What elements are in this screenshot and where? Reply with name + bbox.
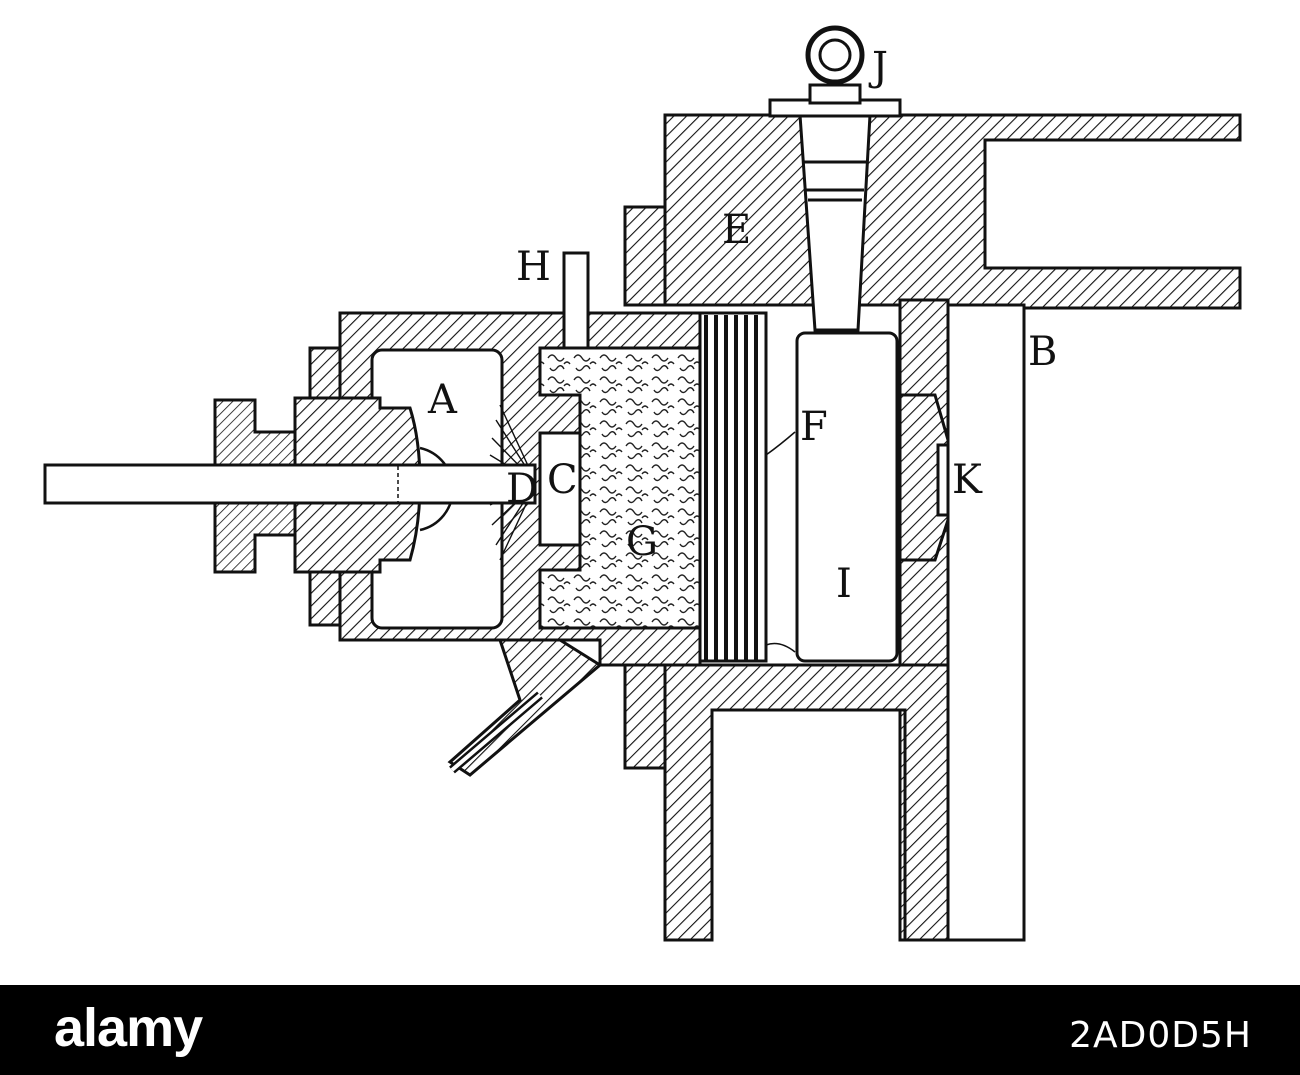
drain-pipe: [447, 638, 603, 777]
label-b: B: [1028, 329, 1057, 375]
label-j: J: [868, 44, 888, 90]
side-piece-k: [898, 393, 950, 562]
label-k: K: [952, 457, 983, 503]
rod: [43, 463, 537, 505]
label-e: E: [722, 207, 751, 253]
label-i: I: [836, 561, 852, 607]
eye-bolt: [768, 25, 902, 332]
label-d: D: [506, 466, 538, 512]
piston-c: [538, 431, 582, 547]
plates: [698, 311, 768, 663]
image-id: 2AD0D5H: [1069, 1015, 1252, 1056]
cavity-i: [795, 331, 899, 663]
brand-logo: alamy: [54, 1000, 204, 1058]
column-b: [946, 303, 1026, 942]
watermark-footer: [0, 985, 1300, 1075]
svg-text:alamy: alamy: [54, 1000, 203, 1058]
label-a: A: [427, 377, 458, 423]
engraving-diagram: A B C D E F G H I J K: [43, 25, 1242, 942]
pipe-h: [562, 251, 590, 350]
leader-lines: [765, 431, 796, 653]
label-f: F: [800, 404, 828, 450]
label-g: G: [626, 519, 658, 565]
label-c: C: [547, 457, 578, 503]
label-h: H: [516, 244, 551, 290]
